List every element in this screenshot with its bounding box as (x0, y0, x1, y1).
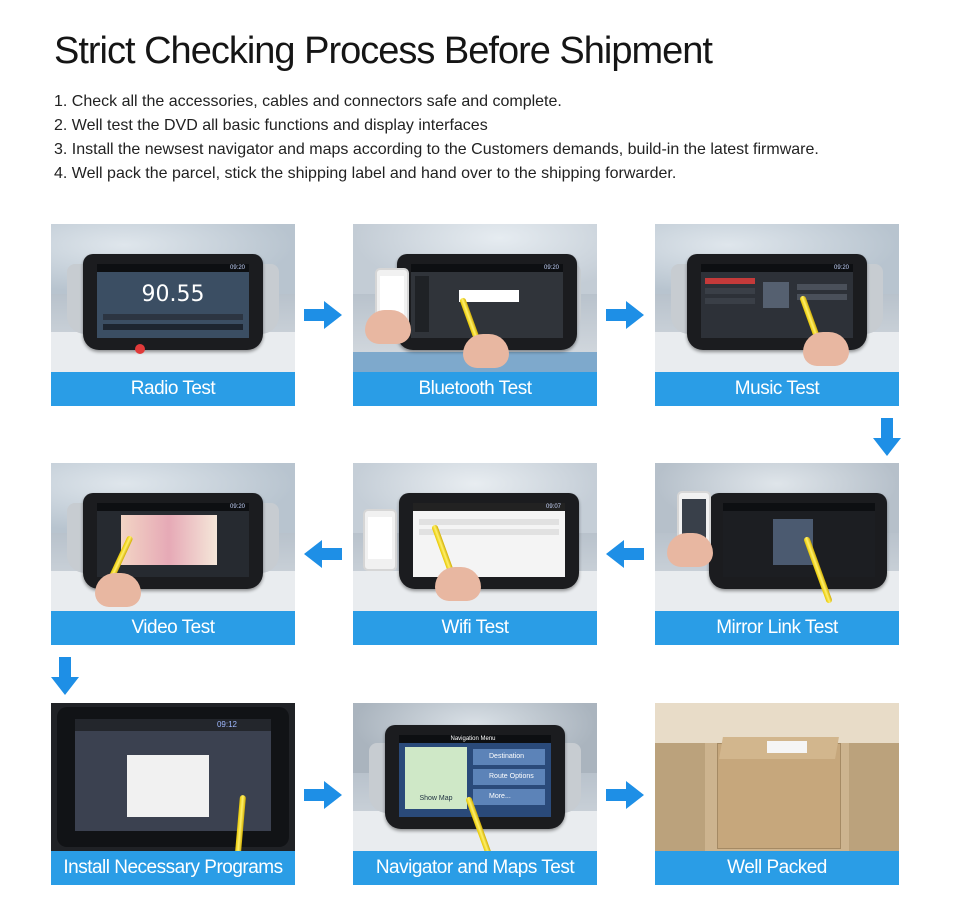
well-packed-caption: Well Packed (655, 851, 899, 885)
install-programs-caption: Install Necessary Programs (51, 851, 295, 885)
install-programs-card: 09:12 Install Necessary Programs (51, 703, 295, 885)
install-clock: 09:12 (75, 719, 271, 731)
nav-more: More... (473, 789, 545, 805)
install-programs-photo: 09:12 (51, 703, 295, 851)
navigator-maps-test-card: Navigation Menu Show Map Destination Rou… (353, 703, 597, 885)
arrow-right-icon (606, 781, 644, 809)
wifi-test-photo: 09:07 (353, 463, 597, 611)
video-test-card: 09:20 Video Test (51, 463, 295, 645)
step-item: 1. Check all the accessories, cables and… (54, 93, 562, 110)
music-test-caption: Music Test (655, 372, 899, 406)
wifi-test-card: 09:07 Wifi Test (353, 463, 597, 645)
music-test-photo: 09:20 (655, 224, 899, 372)
music-test-card: 09:20 Music Test (655, 224, 899, 406)
well-packed-photo (655, 703, 899, 851)
arrow-right-icon (304, 781, 342, 809)
bluetooth-test-caption: Bluetooth Test (353, 372, 597, 406)
arrow-right-icon (606, 301, 644, 329)
nav-route-options: Route Options (473, 769, 545, 785)
well-packed-card: Well Packed (655, 703, 899, 885)
bluetooth-test-photo: 09:20 (353, 224, 597, 372)
video-test-photo: 09:20 (51, 463, 295, 611)
step-item: 4. Well pack the parcel, stick the shipp… (54, 165, 677, 182)
radio-test-photo: 09:20 90.55 (51, 224, 295, 372)
step-item: 3. Install the newsest navigator and map… (54, 141, 819, 158)
bluetooth-test-card: 09:20 Bluetooth Test (353, 224, 597, 406)
arrow-down-icon (873, 418, 901, 456)
arrow-down-icon (51, 657, 79, 695)
navigator-maps-test-caption: Navigator and Maps Test (353, 851, 597, 885)
radio-test-caption: Radio Test (51, 372, 295, 406)
nav-destination: Destination (473, 749, 545, 765)
nav-menu-title: Navigation Menu (399, 735, 551, 743)
arrow-left-icon (304, 540, 342, 568)
steps-list: 1. Check all the accessories, cables and… (54, 90, 819, 186)
wifi-test-caption: Wifi Test (353, 611, 597, 645)
arrow-right-icon (304, 301, 342, 329)
page-title: Strict Checking Process Before Shipment (54, 30, 713, 72)
video-test-caption: Video Test (51, 611, 295, 645)
arrow-left-icon (606, 540, 644, 568)
nav-show-map: Show Map (419, 795, 453, 802)
step-item: 2. Well test the DVD all basic functions… (54, 117, 488, 134)
radio-test-card: 09:20 90.55 Radio Test (51, 224, 295, 406)
mirror-link-test-card: Mirror Link Test (655, 463, 899, 645)
mirror-link-test-caption: Mirror Link Test (655, 611, 899, 645)
radio-frequency: 90.55 (141, 282, 205, 307)
mirror-link-test-photo (655, 463, 899, 611)
navigator-maps-test-photo: Navigation Menu Show Map Destination Rou… (353, 703, 597, 851)
